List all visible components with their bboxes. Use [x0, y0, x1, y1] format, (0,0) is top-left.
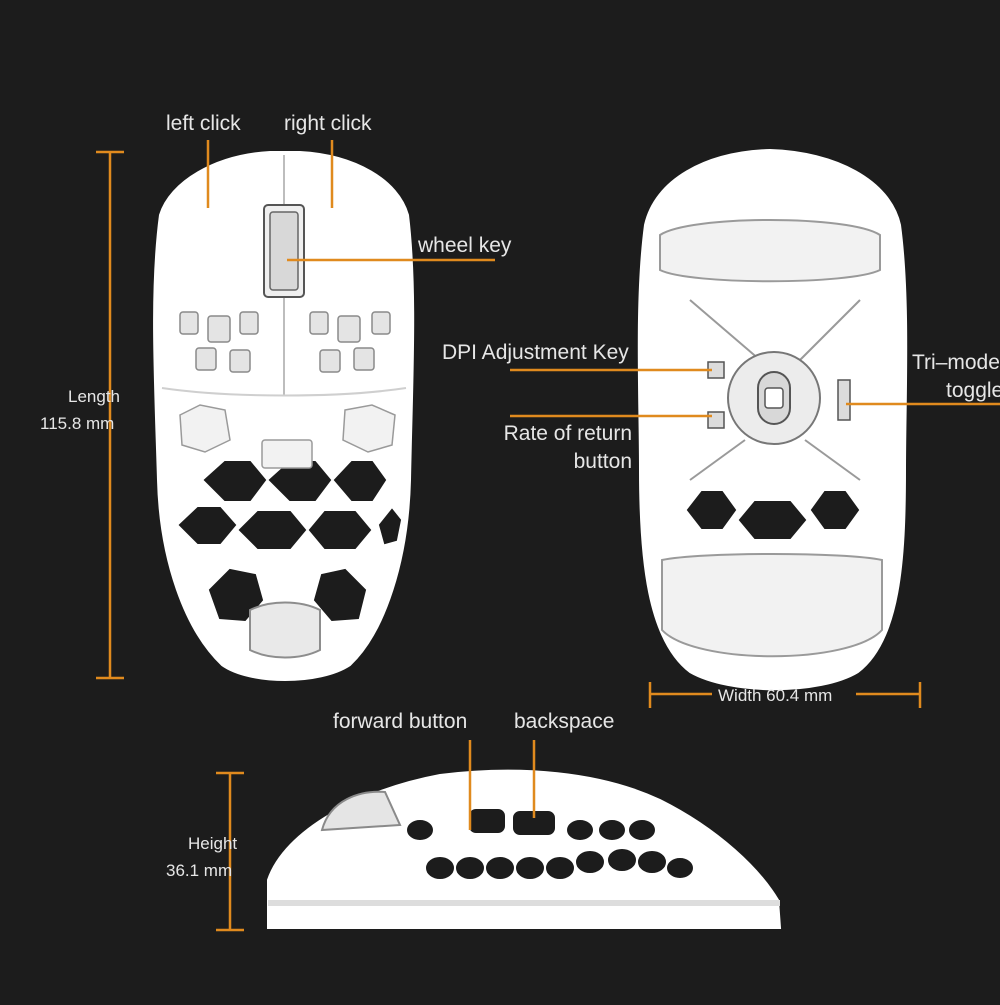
tri-mode-label-line1: Tri–mode [912, 351, 1000, 374]
height-value: 36.1 mm [166, 861, 233, 880]
height-label: Height [188, 834, 238, 853]
callout-lines [96, 140, 1000, 932]
wheel-key-label: wheel key [418, 234, 512, 257]
dpi-key-label: DPI Adjustment Key [442, 341, 629, 364]
return-rate-label-line2: button [573, 450, 632, 473]
length-value: 115.8 mm [40, 414, 115, 433]
mouse-top-view [153, 151, 415, 681]
width-label: Width 60.4 mm [718, 686, 833, 705]
backspace-label: backspace [514, 710, 615, 733]
mouse-side-view [267, 769, 782, 929]
left-click-label: left click [166, 112, 241, 135]
mouse-bottom-view [637, 148, 908, 691]
right-click-label: right click [284, 112, 372, 135]
forward-button-label: forward button [333, 710, 468, 733]
tri-mode-label-line2: toggle [946, 379, 1000, 402]
length-label: Length [68, 387, 120, 406]
return-rate-label-line1: Rate of return [503, 422, 632, 445]
